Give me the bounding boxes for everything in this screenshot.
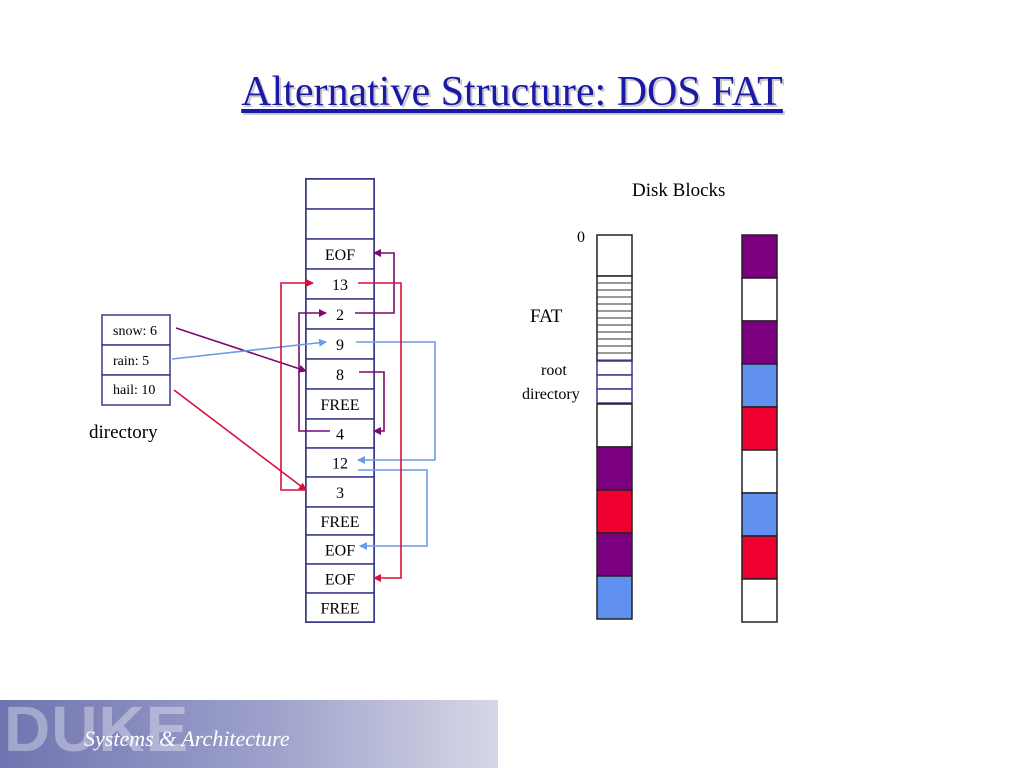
fat-entry [305,506,375,536]
disk-data-block [741,406,778,451]
fat-entry-value: FREE [320,601,359,618]
disk-data-block [596,446,633,491]
fat-entry [305,563,375,594]
disk-data-block [741,320,778,365]
fat-entry-value: 3 [336,485,344,502]
disk-fat-region [596,275,633,362]
fat-entry-value: EOF [325,572,355,589]
fat-entry [305,208,375,240]
fat-entry [305,592,375,623]
arrow-hail-to-10 [173,389,307,491]
slide-title: Alternative Structure: DOS FAT [241,69,783,115]
arrow-rain-to-5 [171,338,327,360]
disk-data-block [741,363,778,408]
root-directory-slot [596,360,633,376]
disk-blocks-title: Disk Blocks [632,180,725,201]
fat-entry-value: FREE [320,397,359,414]
disk-column-2 [741,234,778,623]
fat-entry-value: 12 [332,456,348,473]
fat-entry-value: FREE [320,514,359,531]
fat-entry-value: 13 [332,277,348,294]
arrow-8-to-4 [298,309,330,432]
chain-rain [171,338,436,550]
directory-entry-hail: hail: 10 [113,383,155,398]
disk-column-1 [596,234,633,620]
disk-data-block [596,575,633,620]
directory-row [101,314,171,346]
disk-data-block [741,234,778,279]
arrow-6-to-8 [359,371,385,435]
root-directory-label-line1: root [541,362,567,379]
disk-data-block [596,489,633,534]
fat-entry-value: 2 [336,307,344,324]
directory-table: snow: 6 rain: 5 hail: 10 [101,314,171,406]
arrow-snow-to-6 [175,327,307,373]
duke-logo: DUKE [4,700,190,765]
arrow-5-to-9 [356,341,436,464]
chain-hail [173,279,402,582]
root-directory-slot [596,388,633,404]
disk-data-block [741,277,778,322]
directory-label: directory [89,422,158,443]
disk-data-block [741,578,778,623]
arrow-9-to-12 [358,469,428,550]
root-directory-label-line2: directory [522,386,580,403]
directory-row [101,374,171,406]
fat-entry-value: EOF [325,543,355,560]
arrow-10-to-3 [280,279,314,491]
fat-entry-value: EOF [325,247,355,264]
fat-entry-value: 4 [336,427,344,444]
footer-banner: DUKE Systems & Architecture [0,700,498,768]
root-directory-slot [596,374,633,390]
disk-data-block [596,403,633,448]
disk-data-block [741,492,778,537]
disk-root-directory-region [596,360,633,404]
disk-data-block [596,532,633,577]
footer-caption: Systems & Architecture [84,726,290,751]
fat-entry-value: 8 [336,367,344,384]
directory-row [101,344,171,376]
fat-entry-value: 9 [336,337,344,354]
disk-data-block [741,535,778,580]
fat-region-label: FAT [530,306,563,327]
directory-entry-snow: snow: 6 [113,324,157,339]
arrow-3-to-13 [358,282,402,582]
disk-data-block [741,449,778,494]
block-zero-label: 0 [577,229,585,246]
disk-boot-block [596,234,633,277]
directory-entry-rain: rain: 5 [113,354,149,369]
fat-entry [305,388,375,420]
fat-entry [305,178,375,210]
